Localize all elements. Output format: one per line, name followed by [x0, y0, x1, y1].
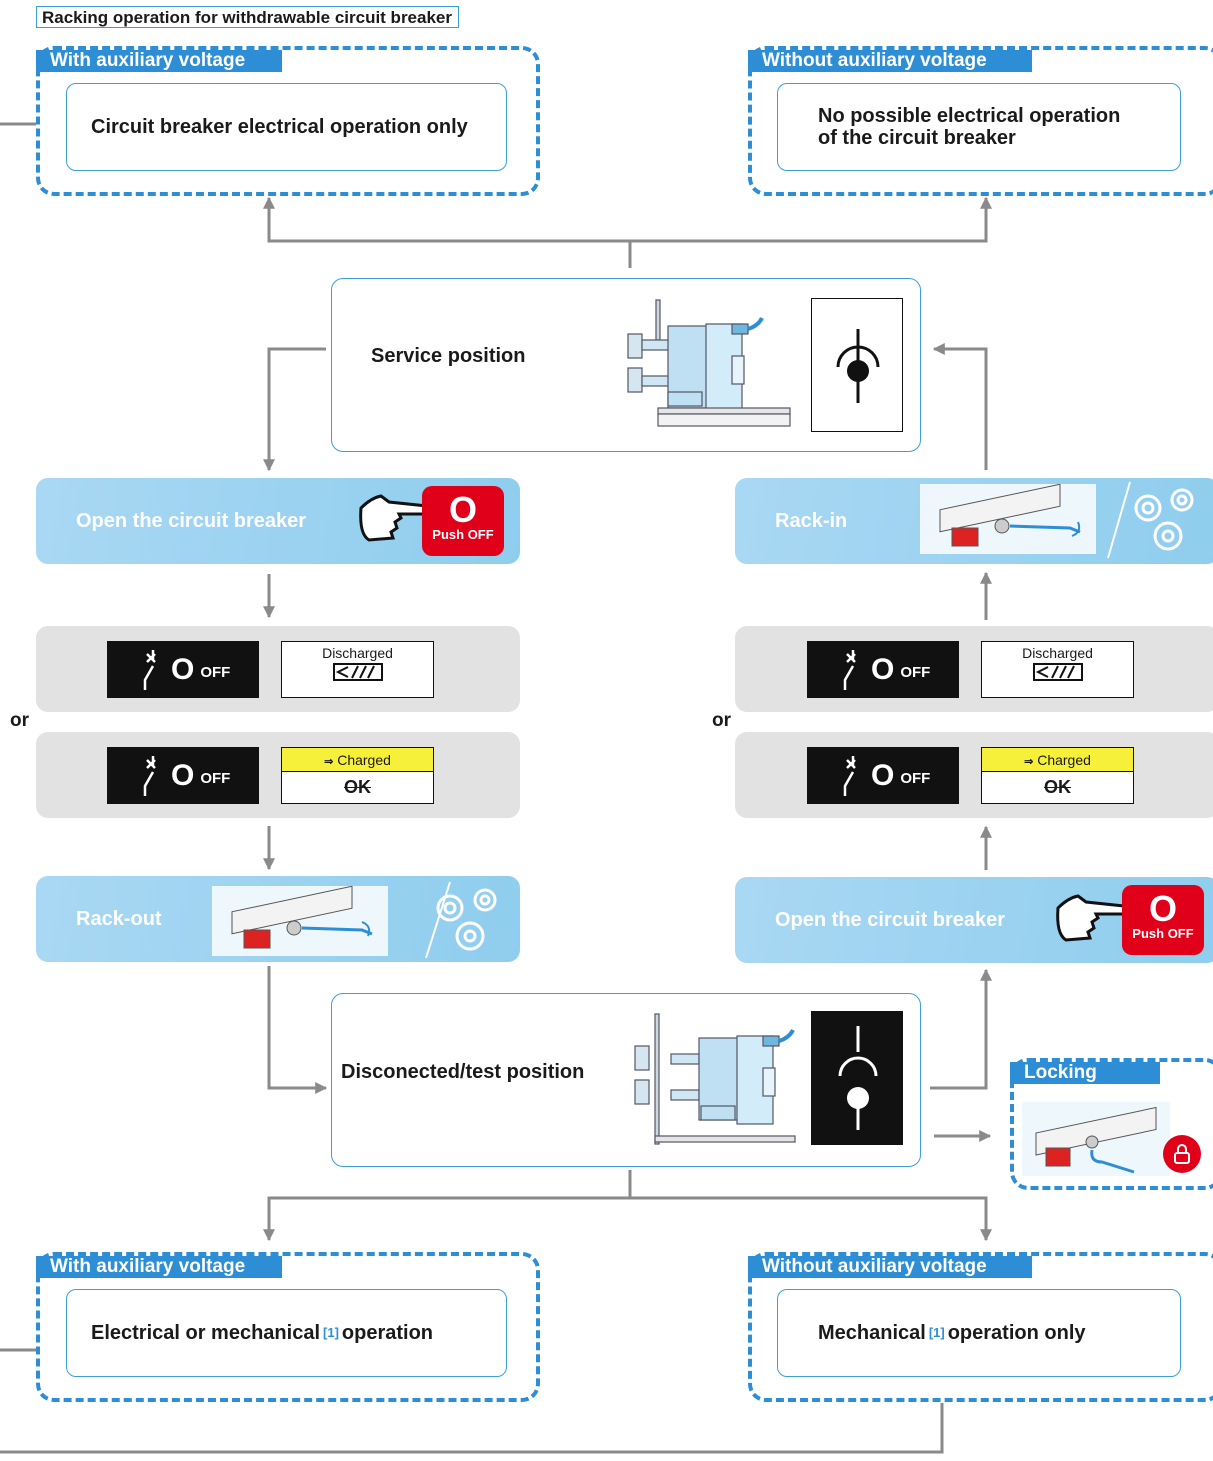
off-indicator-left-2: O OFF — [107, 747, 259, 804]
spring-discharged-icon — [332, 663, 383, 681]
racking-handle-in-icon — [939, 483, 1081, 547]
disconnected-symbol — [811, 1011, 903, 1145]
pushing-hand-icon — [1056, 894, 1129, 942]
electrical-or-mechanical-box: Electrical or mechanical [1] operation — [66, 1289, 507, 1377]
breaker-open-icon — [143, 649, 156, 690]
spring-charged-header-right: ⇒ Charged — [982, 748, 1133, 772]
rack-out-label: Rack-out — [76, 907, 162, 930]
page-title: Racking operation for withdrawable circu… — [36, 6, 459, 28]
off-text-left-1: OFF — [200, 664, 231, 681]
push-off-text-right: Push OFF — [1132, 926, 1194, 941]
footnote-ref-right: [1] — [928, 1325, 945, 1340]
ok-text-left: OK — [344, 777, 371, 797]
off-o-right-2: O — [871, 758, 895, 792]
spring-discharged-left: Discharged — [281, 641, 434, 698]
off-text-right-2: OFF — [900, 770, 931, 787]
electrical-operation-only-box: Circuit breaker electrical operation onl… — [66, 83, 507, 171]
breaker-connected-illustration — [627, 299, 791, 427]
padlock-key-icon — [1035, 1106, 1157, 1174]
spring-charged-left: ⇒ Charged OK — [281, 747, 434, 804]
spring-discharged-icon — [1032, 663, 1083, 681]
no-electrical-operation-box: No possible electrical operation of the … — [777, 83, 1181, 171]
off-text-left-2: OFF — [200, 770, 231, 787]
open-breaker-label-right: Open the circuit breaker — [775, 908, 1006, 931]
off-o-left-1: O — [171, 652, 195, 686]
with-aux-voltage-tab-top: With auxiliary voltage — [36, 50, 282, 72]
connected-symbol — [811, 298, 903, 432]
rack-out-illustration — [212, 885, 388, 956]
rack-in-label: Rack-in — [775, 509, 848, 532]
mechanical-only-text: Mechanical — [818, 1322, 926, 1344]
disconnected-symbol-icon — [838, 1026, 878, 1130]
spring-charged-text-right: Charged — [1037, 752, 1091, 768]
or-label-right: or — [712, 710, 731, 731]
spring-charged-right: ⇒ Charged OK — [981, 747, 1134, 804]
ok-text-right: OK — [1044, 777, 1071, 797]
footnote-ref-left: [1] — [323, 1325, 339, 1340]
spring-charged-icon: ⇒ — [324, 756, 334, 768]
spring-discharged-text-right: Discharged — [1022, 645, 1093, 661]
breaker-disconnected-illustration — [634, 1013, 796, 1145]
or-label-left: or — [10, 710, 29, 731]
push-off-o-left: O — [448, 489, 477, 530]
without-aux-voltage-tab-top: Without auxiliary voltage — [748, 50, 1032, 72]
off-o-right-1: O — [871, 652, 895, 686]
no-electrical-operation-line2: of the circuit breaker — [818, 127, 1016, 149]
gears-icon-right — [1107, 481, 1194, 559]
off-indicator-right-1: O OFF — [807, 641, 959, 698]
breaker-open-icon — [843, 649, 856, 690]
breaker-open-icon — [143, 755, 156, 796]
open-breaker-label-left: Open the circuit breaker — [76, 509, 307, 532]
mechanical-only-box: Mechanical [1] operation only — [777, 1289, 1181, 1377]
gears-icon-left — [425, 881, 497, 959]
electrical-or-mechanical-op-text: operation — [341, 1322, 434, 1344]
with-aux-voltage-tab-bottom: With auxiliary voltage — [36, 1256, 282, 1278]
breaker-open-icon — [843, 755, 856, 796]
rack-in-illustration — [920, 483, 1096, 554]
push-off-o-right: O — [1148, 888, 1177, 929]
electrical-operation-only-text: Circuit breaker electrical operation onl… — [91, 116, 468, 138]
locking-illustration — [1022, 1102, 1170, 1176]
no-electrical-operation-line1: No possible electrical operation — [818, 105, 1121, 127]
connected-symbol-icon — [836, 329, 880, 403]
off-o-left-2: O — [171, 758, 195, 792]
mechanical-only-op-text: operation only — [947, 1322, 1086, 1344]
push-off-text-left: Push OFF — [432, 527, 494, 542]
spring-discharged-text-left: Discharged — [322, 645, 393, 661]
spring-charged-icon: ⇒ — [1024, 756, 1034, 768]
spring-charged-header-left: ⇒ Charged — [282, 748, 433, 772]
padlock-icon — [1163, 1135, 1201, 1173]
push-off-button-left[interactable]: O Push OFF — [422, 486, 504, 556]
off-text-right-1: OFF — [900, 664, 931, 681]
electrical-or-mechanical-text: Electrical or mechanical — [91, 1322, 321, 1344]
locking-tab: Locking — [1010, 1062, 1160, 1084]
service-position-label: Service position — [371, 345, 526, 367]
without-aux-voltage-tab-bottom: Without auxiliary voltage — [748, 1256, 1032, 1278]
racking-handle-out-icon — [231, 885, 373, 949]
spring-discharged-right: Discharged — [981, 641, 1134, 698]
push-off-button-right[interactable]: O Push OFF — [1122, 885, 1204, 955]
spring-charged-text-left: Charged — [337, 752, 391, 768]
off-indicator-left-1: O OFF — [107, 641, 259, 698]
off-indicator-right-2: O OFF — [807, 747, 959, 804]
test-position-label: Disconected/test position — [341, 1061, 585, 1083]
lock-icon — [1174, 1144, 1190, 1164]
